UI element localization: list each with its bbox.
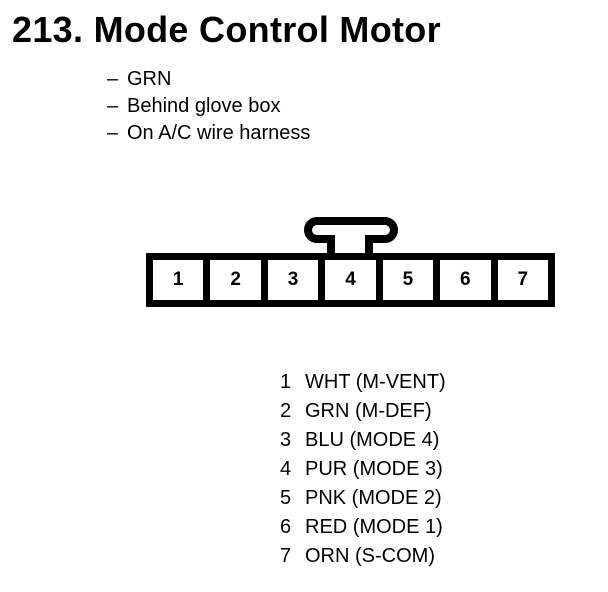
pin-row: 2 GRN (M-DEF)	[280, 397, 446, 426]
pin-label: ORN (S-COM)	[305, 545, 435, 567]
pin-number: 6	[280, 516, 292, 538]
pin-number: 3	[280, 429, 292, 451]
connector-latch-stem	[327, 235, 373, 253]
pin-label: PNK (MODE 2)	[305, 487, 442, 509]
pin-label: BLU (MODE 4)	[305, 429, 440, 451]
pin-row: 4 PUR (MODE 3)	[280, 455, 446, 484]
pin-number: 2	[280, 400, 292, 422]
pin-label: PUR (MODE 3)	[305, 458, 443, 480]
pin-row: 6 RED (MODE 1)	[280, 513, 446, 542]
connector-pin-cell: 3	[267, 260, 319, 300]
pin-label: GRN (M-DEF)	[305, 400, 432, 422]
connector-pin-cell: 7	[497, 260, 548, 300]
connector-pin-cell: 2	[210, 260, 261, 300]
pin-label: RED (MODE 1)	[305, 516, 443, 538]
pin-row: 1 WHT (M-VENT)	[280, 368, 446, 397]
pin-number: 4	[280, 458, 292, 480]
pin-number: 1	[280, 371, 292, 393]
note-text: On A/C wire harness	[127, 122, 311, 144]
pin-row: 3 BLU (MODE 4)	[280, 426, 446, 455]
note-item: –On A/C wire harness	[107, 120, 310, 147]
pin-number: 7	[280, 545, 292, 567]
pin-legend: 1 WHT (M-VENT) 2 GRN (M-DEF) 3 BLU (MODE 4)…	[280, 368, 446, 571]
connector-pin-cell: 1	[153, 260, 204, 300]
notes-list: –GRN –Behind glove box –On A/C wire harn…	[107, 66, 310, 147]
note-item: –Behind glove box	[107, 93, 310, 120]
connector-pin-cell: 4	[325, 260, 376, 300]
page-title: 213. Mode Control Motor	[12, 9, 441, 50]
pin-label: WHT (M-VENT)	[305, 371, 446, 393]
note-item: –GRN	[107, 66, 310, 93]
connector-pin-cell: 6	[440, 260, 491, 300]
dash-bullet: –	[107, 122, 119, 144]
dash-bullet: –	[107, 95, 119, 117]
pin-row: 7 ORN (S-COM)	[280, 542, 446, 571]
connector-pin-cell: 5	[382, 260, 434, 300]
note-text: GRN	[127, 68, 172, 90]
pin-number: 5	[280, 487, 292, 509]
note-text: Behind glove box	[127, 95, 281, 117]
pin-row: 5 PNK (MODE 2)	[280, 484, 446, 513]
connector-body: 1 2 3 4 5 6 7	[146, 253, 555, 307]
dash-bullet: –	[107, 68, 119, 90]
